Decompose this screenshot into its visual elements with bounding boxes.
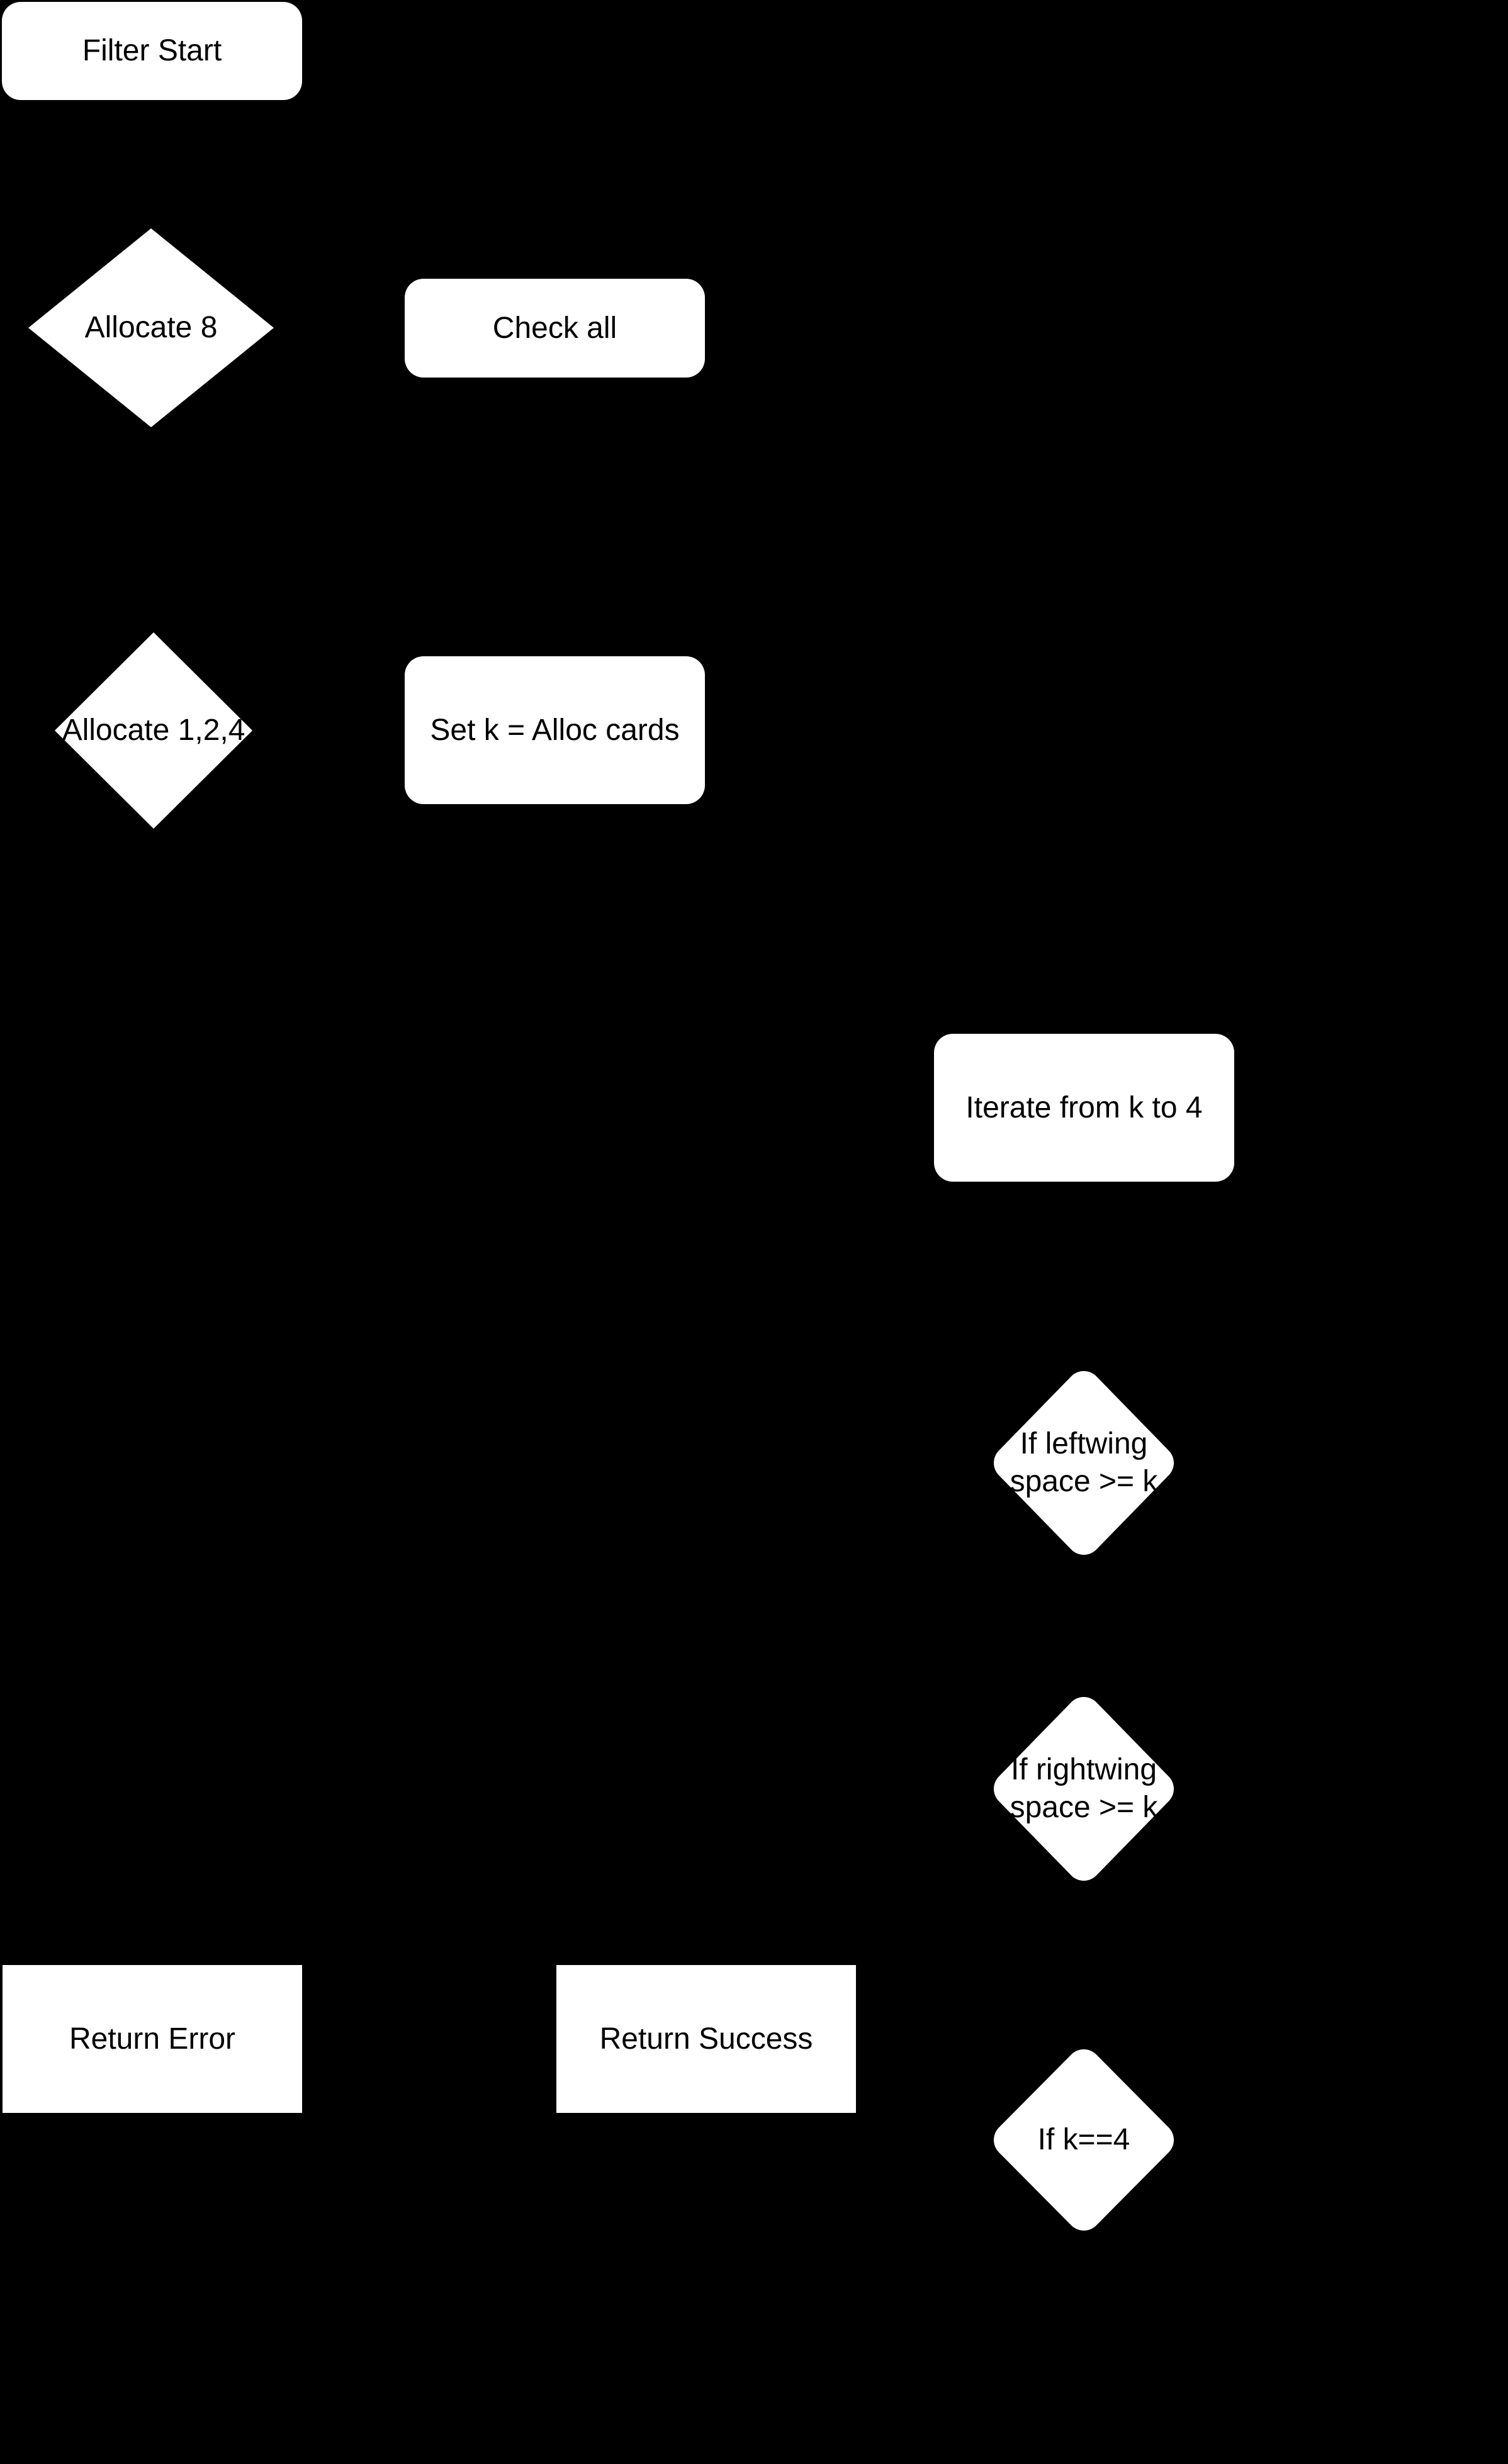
if-leftwing-space-node: If leftwing space >= k [994,1371,1174,1555]
check-all-label: Check all [492,311,617,345]
if-rightwing-space-shape [994,1697,1174,1881]
allocate-8-node: Allocate 8 [28,228,274,427]
if-k-equals-4-label: If k==4 [1037,2123,1130,2156]
if-leftwing-space-shape [994,1371,1174,1555]
return-success-label: Return Success [599,2022,813,2056]
if-rightwing-space-label: If rightwing space >= k [1010,1753,1158,1824]
allocate-1-2-4-node: Allocate 1,2,4 [55,632,252,829]
set-k-alloc-cards-label: Set k = Alloc cards [430,713,680,747]
return-error-node: Return Error [3,1965,302,2113]
check-all-node: Check all [405,279,705,378]
allocate-1-2-4-shape [55,632,252,829]
if-rightwing-space-node: If rightwing space >= k [994,1697,1174,1881]
iterate-k-to-4-node: Iterate from k to 4 [934,1034,1234,1182]
if-leftwing-space-label: If leftwing space >= k [1010,1427,1158,1498]
allocate-8-shape [28,228,274,427]
return-error-label: Return Error [69,2022,236,2056]
return-success-node: Return Success [556,1965,856,2113]
if-k-equals-4-shape [994,2049,1174,2231]
filter-start-node: Filter Start [2,2,302,100]
set-k-alloc-cards-node: Set k = Alloc cards [405,656,705,804]
allocate-1-2-4-label: Allocate 1,2,4 [62,714,245,747]
if-k-equals-4-node: If k==4 [994,2049,1174,2231]
iterate-k-to-4-label: Iterate from k to 4 [965,1090,1203,1124]
allocate-8-label: Allocate 8 [84,311,218,344]
filter-start-label: Filter Start [82,34,222,67]
